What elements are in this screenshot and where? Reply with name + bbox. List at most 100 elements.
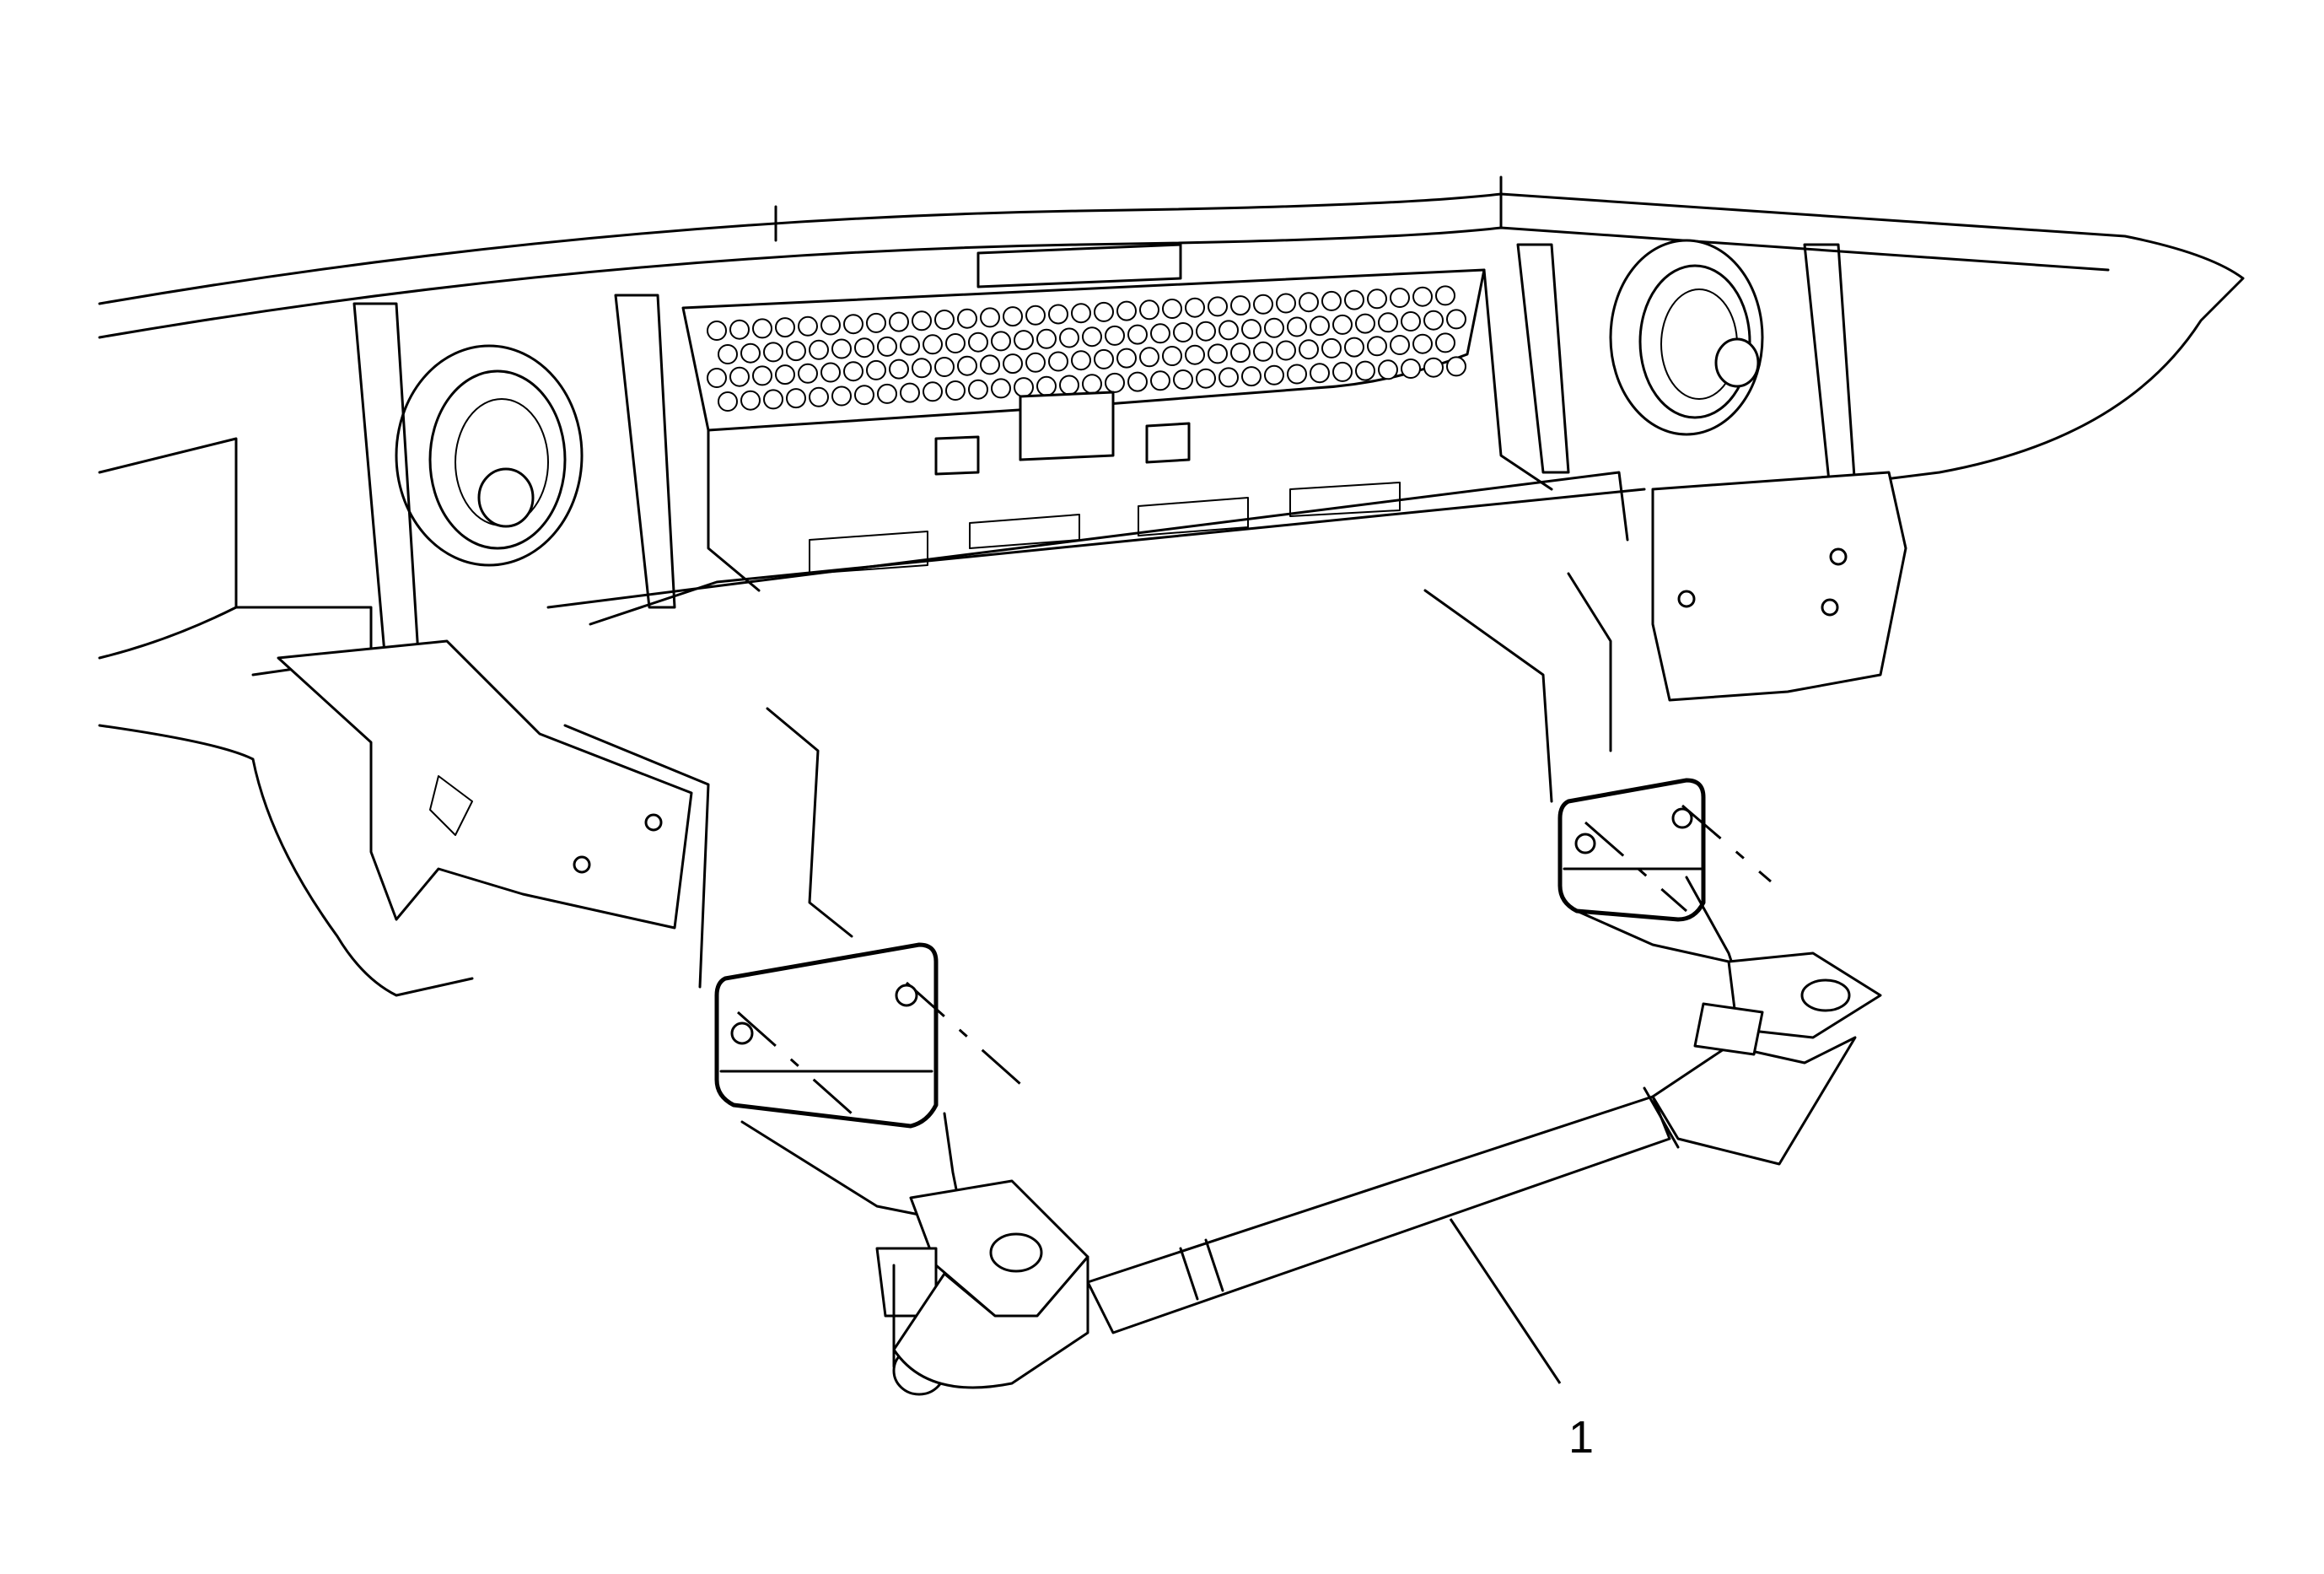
mesh-hole <box>866 359 886 380</box>
mesh-hole <box>1332 361 1353 382</box>
mesh-hole <box>854 337 874 358</box>
mesh-hole <box>1230 342 1251 364</box>
mesh-hole <box>1014 377 1034 398</box>
mesh-hole <box>889 311 909 332</box>
mesh-hole <box>1094 348 1114 369</box>
mesh-hole <box>1367 336 1387 357</box>
mesh-hole <box>763 389 783 410</box>
mesh-hole <box>957 355 977 376</box>
grille-mesh <box>681 268 1486 432</box>
lower-valance <box>546 243 1646 626</box>
mesh-hole <box>923 334 943 355</box>
mesh-hole <box>1378 359 1398 380</box>
mesh-hole <box>786 388 806 409</box>
mesh-hole <box>1401 311 1421 332</box>
mesh-hole <box>820 315 841 336</box>
right-fog-lamp <box>1516 239 1857 491</box>
right-bumper-bracket <box>1651 471 1907 702</box>
mesh-hole <box>1321 337 1342 358</box>
mesh-hole <box>1173 369 1193 390</box>
mesh-hole <box>1036 375 1057 396</box>
mesh-hole <box>1299 339 1319 360</box>
front-tow-bar-assembly <box>714 778 1882 1396</box>
mesh-hole <box>1071 350 1091 371</box>
mesh-hole <box>900 335 920 356</box>
mesh-hole <box>1412 286 1433 307</box>
mesh-hole <box>1355 313 1375 334</box>
mesh-hole <box>1014 330 1034 351</box>
mesh-hole <box>729 366 750 387</box>
mesh-hole <box>1446 356 1466 377</box>
mesh-hole <box>1048 304 1068 325</box>
callout-1-leader <box>1449 1218 1562 1384</box>
mesh-hole <box>1355 360 1375 381</box>
mesh-hole <box>957 308 977 329</box>
mesh-hole <box>1310 363 1330 384</box>
mesh-hole <box>1390 335 1410 355</box>
mesh-hole <box>1287 364 1307 385</box>
mesh-hole <box>740 390 761 411</box>
mesh-hole <box>1116 300 1137 321</box>
mesh-hole <box>1299 292 1319 313</box>
mesh-hole <box>786 341 806 362</box>
mesh-hole <box>831 338 852 359</box>
mesh-hole <box>980 354 1000 375</box>
mesh-hole <box>912 358 932 379</box>
mesh-hole <box>820 362 841 383</box>
mesh-hole <box>1185 344 1205 365</box>
mesh-hole <box>1127 324 1148 345</box>
mesh-hole <box>718 391 738 412</box>
mesh-hole <box>877 336 897 357</box>
mesh-hole <box>1082 326 1102 348</box>
mesh-hole <box>1253 294 1273 315</box>
mesh-hole <box>752 318 772 339</box>
mesh-hole <box>900 382 920 403</box>
mesh-hole <box>1253 341 1273 362</box>
mesh-hole <box>1094 301 1114 322</box>
mesh-hole <box>1082 374 1102 395</box>
mesh-hole <box>1276 293 1296 314</box>
mesh-hole <box>1435 332 1455 353</box>
mesh-hole <box>1150 323 1170 344</box>
mesh-hole <box>798 315 818 337</box>
mesh-hole <box>1127 371 1148 392</box>
mesh-hole <box>1150 370 1170 391</box>
mesh-hole <box>1241 319 1262 340</box>
mesh-hole <box>1344 289 1364 310</box>
mesh-hole <box>1139 347 1159 368</box>
mesh-hole <box>877 383 897 404</box>
mesh-hole <box>775 317 795 338</box>
mesh-hole <box>980 307 1000 328</box>
mesh-hole <box>1321 290 1342 311</box>
mesh-hole <box>1025 352 1046 373</box>
mesh-hole <box>1344 337 1364 358</box>
mesh-hole <box>1401 358 1421 379</box>
mesh-hole <box>889 358 909 380</box>
mesh-hole <box>1412 333 1433 354</box>
mesh-hole <box>1367 288 1387 310</box>
mesh-hole <box>1173 322 1193 342</box>
mesh-hole <box>809 386 829 407</box>
mesh-hole <box>1208 296 1228 317</box>
mesh-hole <box>1059 375 1079 396</box>
mesh-hole <box>1162 299 1182 319</box>
mesh-hole <box>1003 353 1023 375</box>
mesh-hole <box>1208 343 1228 364</box>
mesh-hole <box>1162 346 1182 366</box>
mesh-hole <box>1139 299 1159 321</box>
mesh-hole <box>1196 368 1216 389</box>
mesh-hole <box>1003 306 1023 327</box>
callout-1-label: 1 <box>1568 1412 1594 1463</box>
mesh-hole <box>991 331 1011 352</box>
mesh-hole <box>1116 348 1137 369</box>
mesh-hole <box>945 380 966 401</box>
mesh-hole <box>934 357 955 377</box>
mesh-hole <box>945 333 966 353</box>
mesh-hole <box>1059 327 1079 348</box>
mesh-hole <box>1378 312 1398 333</box>
mesh-hole <box>854 385 874 406</box>
mesh-hole <box>718 344 738 364</box>
mesh-hole <box>729 319 750 340</box>
mesh-hole <box>1264 364 1284 385</box>
